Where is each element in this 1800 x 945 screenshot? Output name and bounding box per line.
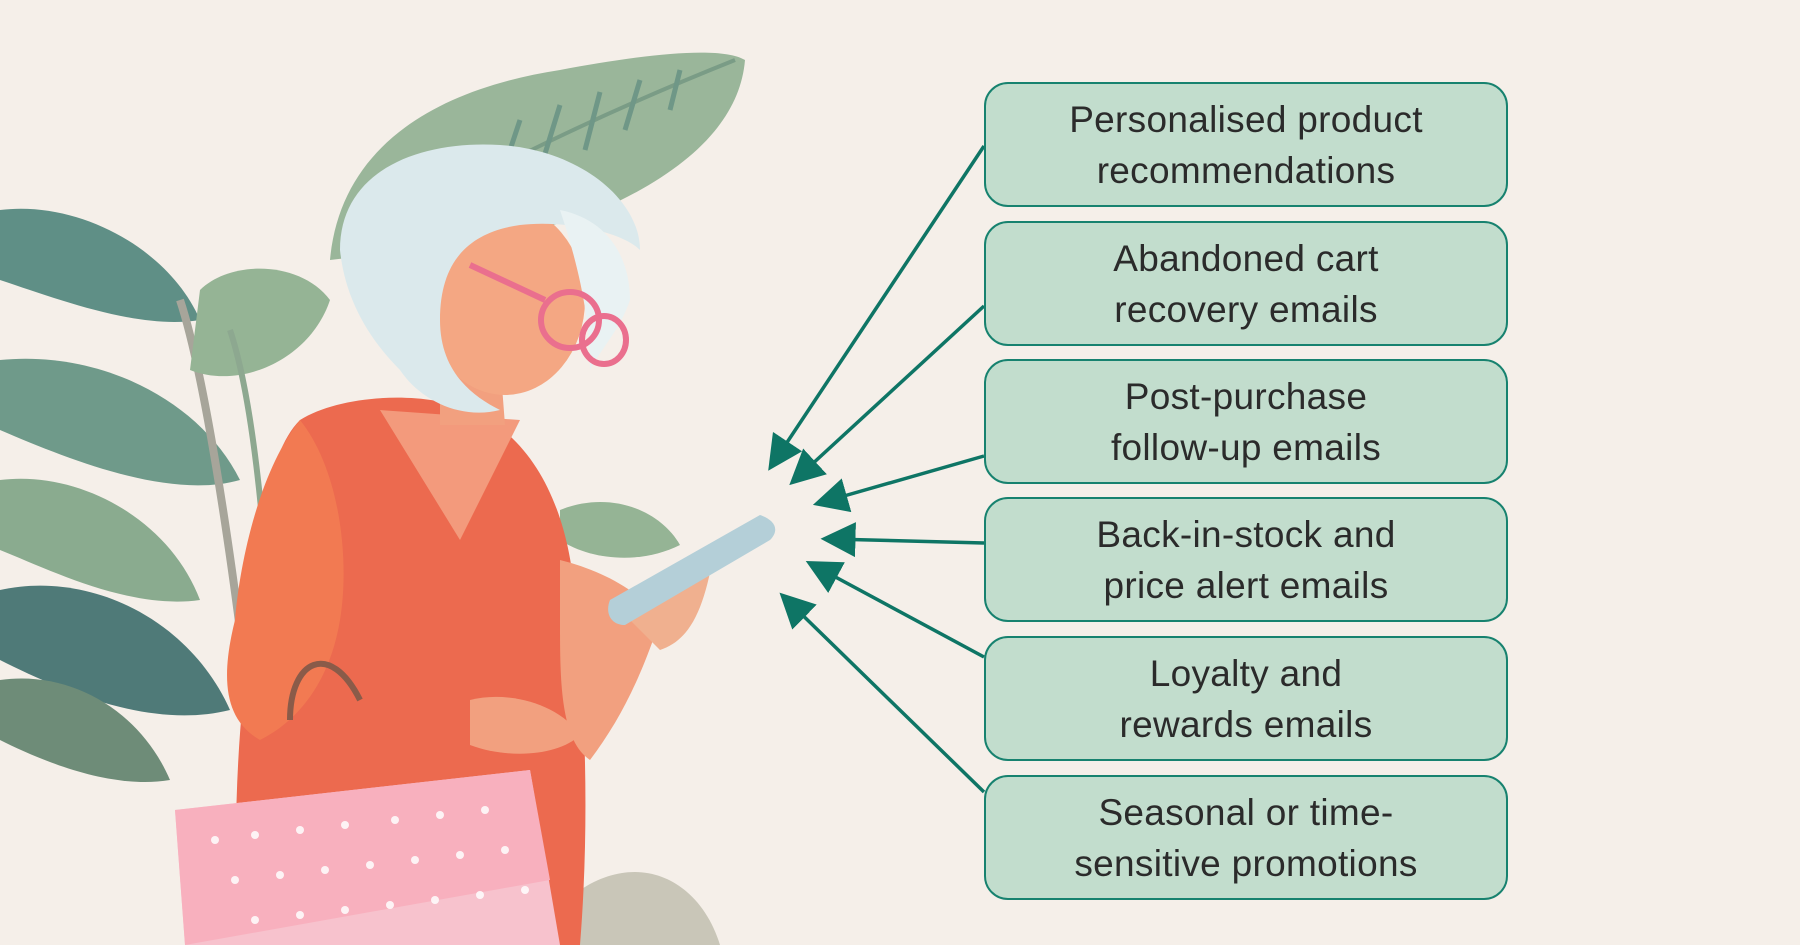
shopping-bag-icon xyxy=(175,660,560,945)
arrow-back-in-stock xyxy=(820,522,985,558)
glasses-icon xyxy=(468,262,629,367)
arrow-abandoned-cart xyxy=(789,304,986,486)
email-type-label: Seasonal or time- sensitive promotions xyxy=(1074,791,1418,884)
email-type-box: Abandoned cart recovery emails xyxy=(984,221,1508,346)
email-type-box: Personalised product recommendations xyxy=(984,82,1508,207)
email-type-box: Loyalty and rewards emails xyxy=(984,636,1508,761)
email-type-label: Loyalty and rewards emails xyxy=(1119,652,1373,745)
email-type-box: Seasonal or time- sensitive promotions xyxy=(984,775,1508,900)
email-type-box: Back-in-stock and price alert emails xyxy=(984,497,1508,622)
email-type-label: Abandoned cart recovery emails xyxy=(1113,237,1379,330)
email-type-label: Personalised product recommendations xyxy=(1069,98,1423,191)
arrow-seasonal xyxy=(779,592,986,794)
arrow-personalised-recommendations xyxy=(768,145,986,471)
phone-icon xyxy=(608,515,776,625)
arrow-loyalty xyxy=(805,561,985,659)
email-type-label: Post-purchase follow-up emails xyxy=(1110,375,1382,468)
arrow-post-purchase xyxy=(812,454,985,513)
woman-with-phone-illustration xyxy=(0,52,776,945)
email-type-box: Post-purchase follow-up emails xyxy=(984,359,1508,484)
email-type-label: Back-in-stock and price alert emails xyxy=(1096,513,1396,606)
